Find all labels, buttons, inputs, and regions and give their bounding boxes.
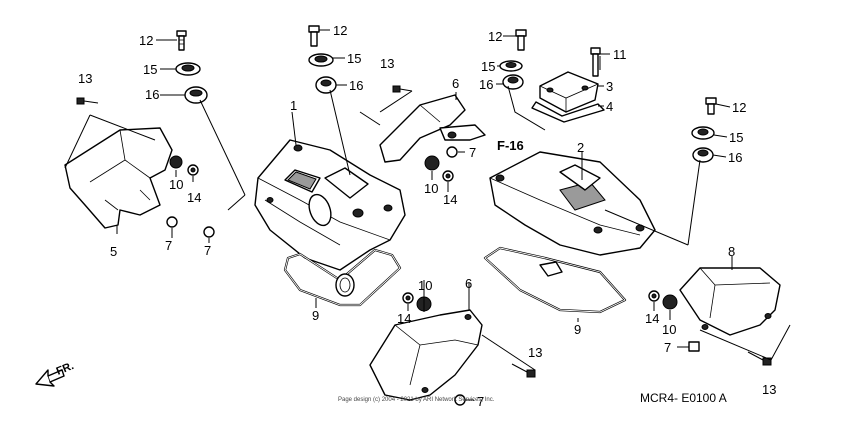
collar-7-c	[446, 146, 458, 158]
nut-10-b	[424, 155, 440, 171]
front-label: FR.	[55, 360, 76, 378]
label-6-a: 6	[452, 76, 459, 91]
label-12-c: 12	[488, 29, 502, 44]
collar-7-a	[166, 216, 178, 228]
label-16-d: 16	[728, 150, 742, 165]
label-16-a: 16	[145, 87, 159, 102]
washer-15-b	[308, 53, 334, 67]
label-7-e: 7	[664, 340, 671, 355]
breather-assembly	[531, 71, 605, 123]
gasket-right	[483, 246, 627, 314]
label-11: 11	[613, 47, 627, 62]
label-10-d: 10	[662, 322, 676, 337]
label-3: 3	[606, 79, 613, 94]
grommet-16-b	[315, 76, 337, 94]
label-14-d: 14	[645, 311, 659, 326]
label-15-b: 15	[347, 51, 361, 66]
head-cover-2	[489, 151, 656, 256]
nut-10-d	[662, 294, 678, 310]
washer-14-a	[187, 164, 199, 176]
copyright-note: Page design (c) 2004 - 2021 by ARI Netwo…	[338, 397, 495, 403]
bolt-13-a	[76, 97, 99, 105]
nut-10-a	[169, 155, 183, 169]
label-12-b: 12	[333, 23, 347, 38]
label-5: 5	[110, 244, 117, 259]
figure-ref: F-16	[497, 138, 524, 153]
front-arrow-icon	[35, 369, 65, 387]
diagram-code: MCR4- E0100 A	[640, 391, 727, 405]
bolt-12-a	[176, 30, 187, 51]
label-6-b: 6	[465, 276, 472, 291]
washer-15-a	[175, 62, 201, 76]
label-16-b: 16	[349, 78, 363, 93]
label-7-d: 7	[477, 394, 484, 409]
label-10-b: 10	[424, 181, 438, 196]
cover-8	[679, 267, 781, 336]
label-13-c: 13	[528, 345, 542, 360]
grommet-16-c	[502, 74, 524, 90]
label-10-c: 10	[418, 278, 432, 293]
label-8: 8	[728, 244, 735, 259]
washer-14-b	[442, 170, 454, 182]
label-13-d: 13	[762, 382, 776, 397]
label-1: 1	[290, 98, 297, 113]
label-2: 2	[577, 140, 584, 155]
grommet-16-a	[184, 86, 208, 104]
label-7-a: 7	[165, 238, 172, 253]
bolt-11	[590, 47, 601, 77]
washer-14-c	[402, 292, 414, 304]
label-16-c: 16	[479, 77, 493, 92]
bolt-12-c	[515, 29, 527, 51]
side-cover-6-bottom	[369, 309, 483, 401]
side-cover-6-top	[379, 94, 486, 163]
collar-7-e	[688, 341, 700, 352]
bolt-12-b	[308, 25, 320, 47]
collar-7-b	[203, 226, 215, 238]
washer-14-d	[648, 290, 660, 302]
washer-15-c	[499, 60, 523, 72]
washer-15-d	[691, 126, 715, 140]
label-13-b: 13	[380, 56, 394, 71]
grommet-16-d	[692, 147, 714, 163]
label-7-c: 7	[469, 145, 476, 160]
bolt-12-d	[705, 97, 717, 115]
label-15-c: 15	[481, 59, 495, 74]
bolt-13-c	[511, 363, 536, 378]
label-14-c: 14	[397, 311, 411, 326]
label-9-a: 9	[312, 308, 319, 323]
head-cover-1	[254, 139, 406, 271]
label-14-a: 14	[187, 190, 201, 205]
label-12-a: 12	[139, 33, 153, 48]
label-10-a: 10	[169, 177, 183, 192]
label-14-b: 14	[443, 192, 457, 207]
label-13-a: 13	[78, 71, 92, 86]
cam-cover-left	[64, 127, 173, 229]
gasket-left	[283, 248, 402, 307]
label-15-a: 15	[143, 62, 157, 77]
leader-lines	[64, 29, 791, 401]
label-15-d: 15	[729, 130, 743, 145]
label-7-b: 7	[204, 243, 211, 258]
label-4: 4	[606, 99, 613, 114]
label-9-b: 9	[574, 322, 581, 337]
label-12-d: 12	[732, 100, 746, 115]
bolt-13-b	[392, 85, 413, 93]
